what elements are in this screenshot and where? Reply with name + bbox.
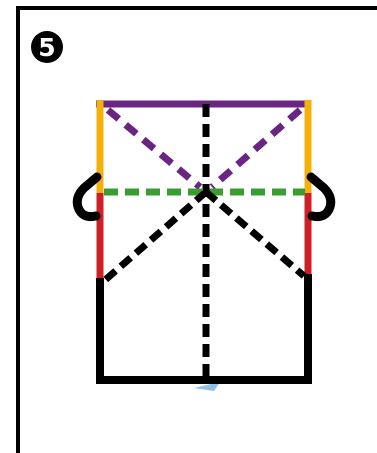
purple-diagonal-crease-left: [108, 110, 200, 187]
black-diagonal-crease-right: [206, 192, 304, 276]
step-badge: 5: [31, 31, 63, 63]
fold-arrow-left-icon: [77, 177, 97, 217]
step-number: 5: [38, 33, 55, 62]
purple-diagonal-crease-right: [212, 110, 300, 187]
crease-lines: [104, 104, 305, 378]
panel-frame: [16, 8, 377, 453]
fold-arrow-right-icon: [311, 177, 331, 217]
black-diagonal-crease-left: [104, 192, 206, 281]
